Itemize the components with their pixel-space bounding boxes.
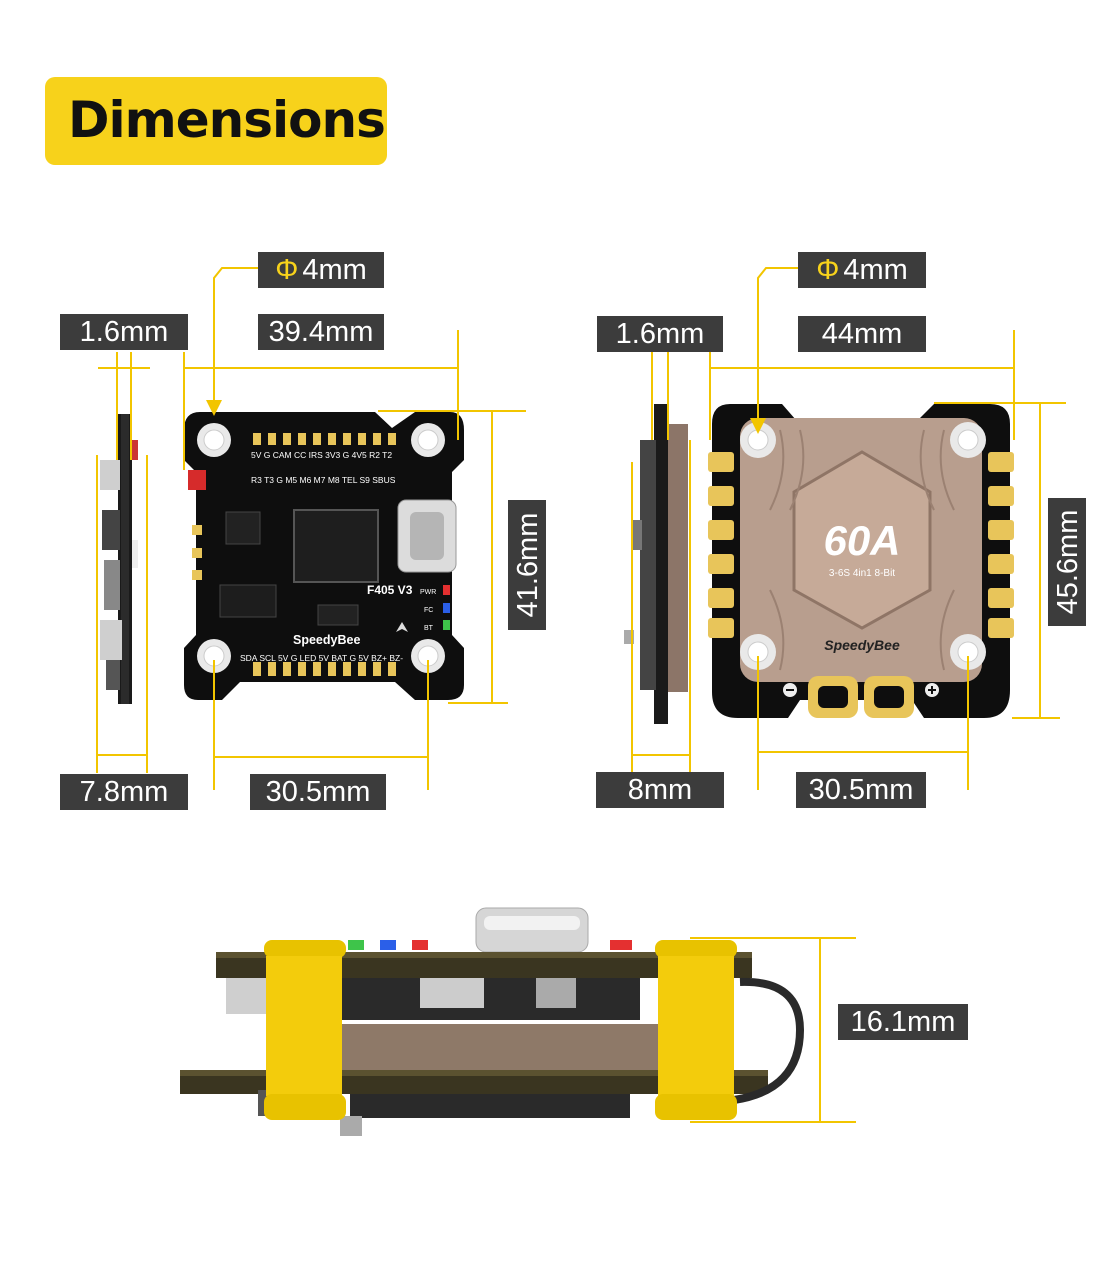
esc-side-height-label: 8mm bbox=[596, 772, 724, 808]
esc-top-dimension-lines bbox=[709, 267, 1066, 790]
esc-rating-label: 60A bbox=[823, 517, 900, 564]
fc-width-label: 39.4mm bbox=[258, 314, 384, 350]
fc-thickness-label: 1.6mm bbox=[60, 314, 188, 350]
stack-side-view bbox=[180, 907, 805, 1136]
esc-height-label: 45.6mm bbox=[1048, 498, 1086, 626]
fc-side-height-label: 7.8mm bbox=[60, 774, 188, 810]
fc-bottom-pad-labels-2: 4V5 G T6 R6 9V G VTX T1 R1 BAT bbox=[248, 680, 382, 690]
fc-model-label: F405 V3 bbox=[367, 583, 413, 597]
fc-top-dimension-lines bbox=[183, 267, 526, 790]
fc-height-label: 41.6mm bbox=[508, 500, 546, 630]
fc-top-pad-labels-2: R3 T3 G M5 M6 M7 M8 TEL S9 SBUS bbox=[251, 475, 396, 485]
led-pwr-label: PWR bbox=[420, 589, 436, 596]
fc-side-dimension-lines bbox=[96, 352, 150, 773]
esc-side-dimension-lines bbox=[631, 352, 691, 773]
fc-top-pad-labels: 5V G CAM CC IRS 3V3 G 4V5 R2 T2 bbox=[251, 450, 392, 460]
fc-mount-spacing-label: 30.5mm bbox=[250, 774, 386, 810]
title-banner bbox=[45, 77, 387, 165]
fc-silkscreen: 5V G CAM CC IRS 3V3 G 4V5 R2 T2 R3 T3 G … bbox=[240, 450, 436, 690]
esc-hole-arrow-icon bbox=[750, 418, 766, 434]
page-title: Dimensions bbox=[68, 91, 386, 149]
fc-hole-arrow-icon bbox=[206, 400, 222, 416]
esc-side-view bbox=[624, 404, 688, 724]
esc-brand-label: SpeedyBee bbox=[824, 637, 900, 653]
fc-top-view bbox=[184, 412, 464, 700]
fc-brand-label: SpeedyBee bbox=[293, 633, 360, 647]
fc-bottom-pad-labels: SDA SCL 5V G LED 5V BAT G 5V BZ+ BZ- bbox=[240, 653, 403, 663]
led-fc-label: FC bbox=[424, 607, 433, 614]
led-bt-label: BT bbox=[424, 625, 434, 632]
esc-markings: 60A 3-6S 4in1 8-Bit SpeedyBee bbox=[823, 517, 900, 653]
esc-mount-spacing-label: 30.5mm bbox=[796, 772, 926, 808]
stack-height-label: 16.1mm bbox=[838, 1004, 968, 1040]
stack-dimension-lines bbox=[690, 937, 856, 1123]
esc-thickness-label: 1.6mm bbox=[597, 316, 723, 352]
esc-spec-label: 3-6S 4in1 8-Bit bbox=[829, 568, 895, 579]
fc-side-view bbox=[100, 414, 138, 704]
esc-width-label: 44mm bbox=[798, 316, 926, 352]
esc-top-view bbox=[708, 404, 1014, 718]
